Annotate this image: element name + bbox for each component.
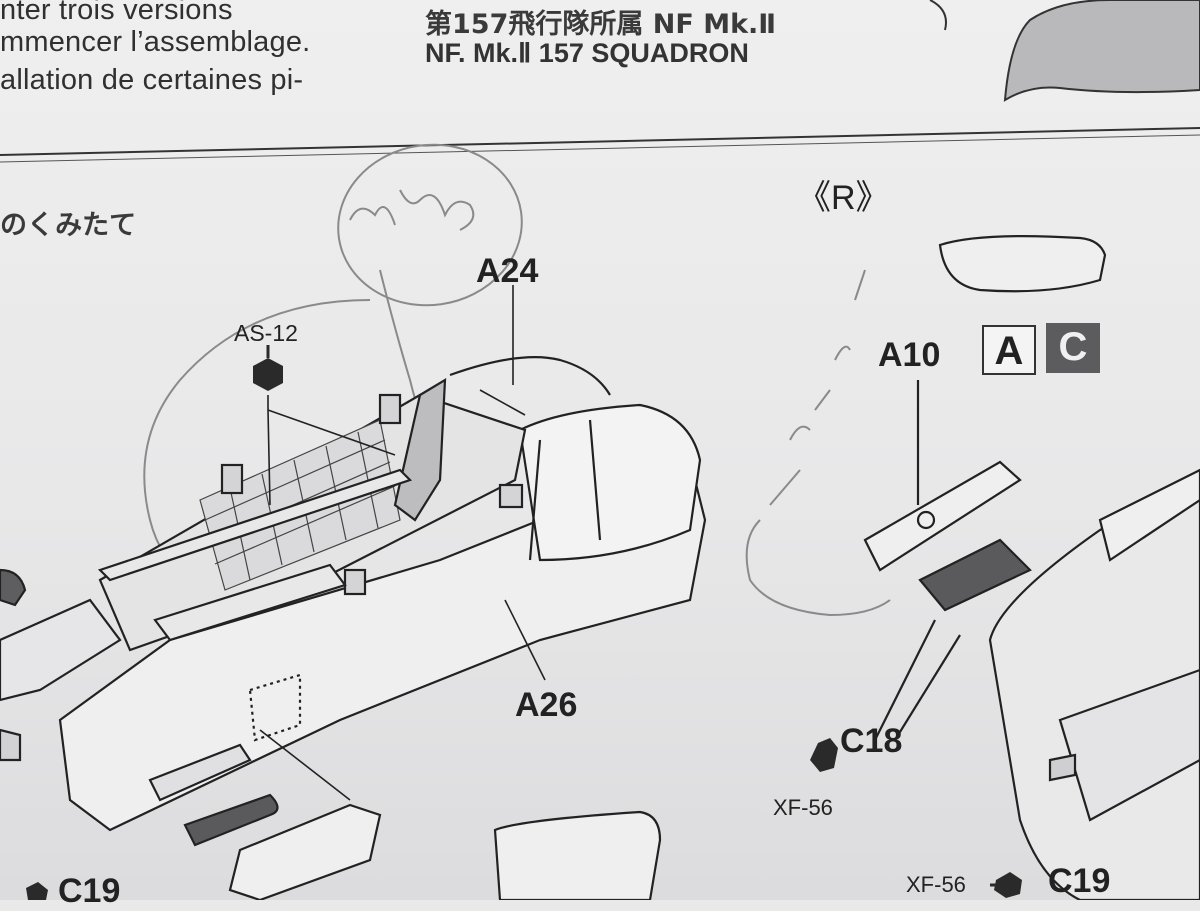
instruction-text-line1: nter trois versions — [0, 0, 233, 26]
paint-code-xf56-right: XF-56 — [906, 872, 966, 897]
paint-drop-icon — [26, 882, 48, 900]
part-label-c19-right: C19 — [1048, 862, 1111, 900]
fuselage-right — [988, 468, 1200, 900]
part-label-c19-left: C19 — [58, 872, 121, 910]
part-outline-bottom — [493, 810, 662, 900]
panel-part — [938, 235, 1107, 293]
instruction-text-line2: mmencer l’assemblage. — [0, 26, 311, 58]
version-badge-a: A — [982, 325, 1036, 375]
part-label-a10: A10 — [878, 336, 941, 374]
fuselage-part-a26 — [0, 356, 707, 900]
hex-bolt-icon — [253, 345, 283, 391]
part-label-a24: A24 — [476, 252, 539, 290]
part-label-as12: AS-12 — [234, 320, 298, 346]
part-label-a26: A26 — [515, 686, 578, 724]
step-heading: のくみたて — [0, 210, 137, 241]
variant-marker: 《R》 — [797, 179, 890, 217]
paint-drop-icon — [810, 738, 838, 772]
pencil-note-scribble — [745, 269, 891, 617]
paint-code-xf56: XF-56 — [773, 795, 833, 820]
instruction-text-line3: allation de certaines pi- — [0, 64, 304, 96]
variant-title-jp: 第157飛行隊所属 NF Mk.Ⅱ — [425, 9, 777, 40]
paint-drop-icon — [990, 872, 1022, 898]
part-a10-group — [863, 380, 1032, 741]
variant-title-en: NF. Mk.Ⅱ 157 SQUADRON — [425, 38, 749, 68]
version-badge-c: C — [1046, 323, 1100, 373]
part-label-c18: C18 — [840, 722, 903, 760]
